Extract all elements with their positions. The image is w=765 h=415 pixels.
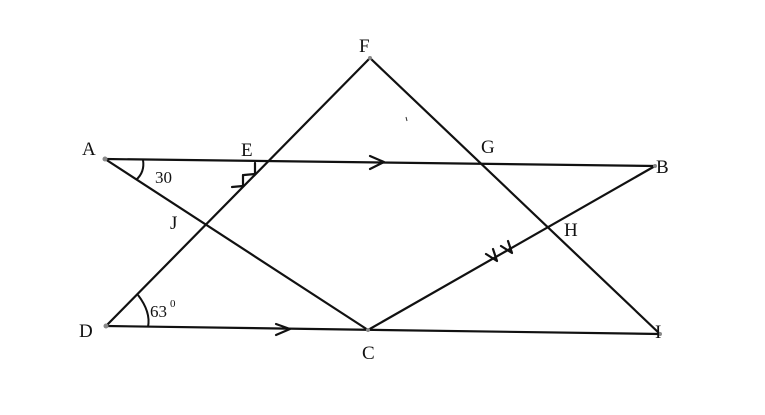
arrow-mark-DI (274, 322, 292, 337)
point-label-B: B (656, 157, 669, 178)
segment-FI (368, 56, 662, 336)
dot-D (103, 323, 109, 329)
point-label-J: J (170, 213, 177, 234)
point-label-A: A (82, 139, 96, 160)
dot-A (102, 156, 108, 162)
segment-CB (366, 164, 657, 332)
stray-mark (405, 116, 408, 122)
angle-label-D: 63 (150, 302, 167, 321)
dot-B (653, 164, 657, 168)
point-label-C: C (362, 343, 375, 364)
dot-F (368, 56, 372, 60)
segment-DF (104, 56, 372, 328)
point-label-F: F (359, 36, 370, 57)
dot-I (658, 332, 662, 336)
arrow-mark-CB-2 (499, 239, 514, 255)
segment-AB (103, 157, 657, 168)
angle-arc-D (137, 294, 150, 328)
arrow-mark-CB-1 (484, 247, 499, 263)
arrow-mark-DF-2 (242, 161, 257, 177)
point-label-H: H (564, 220, 578, 241)
point-label-I: I (655, 322, 661, 343)
arrow-mark-AB (368, 154, 386, 171)
angle-label-A: 30 (155, 168, 172, 187)
point-label-G: G (481, 137, 495, 158)
segment-DI (104, 324, 662, 336)
arrow-mark-DF-1 (230, 173, 245, 189)
point-label-D: D (79, 321, 93, 342)
angle-arc-A (135, 159, 145, 181)
point-label-E: E (241, 140, 253, 161)
segment-AC (103, 157, 370, 332)
angle-degree-mark-D: 0 (170, 298, 176, 310)
dot-C (366, 328, 370, 332)
